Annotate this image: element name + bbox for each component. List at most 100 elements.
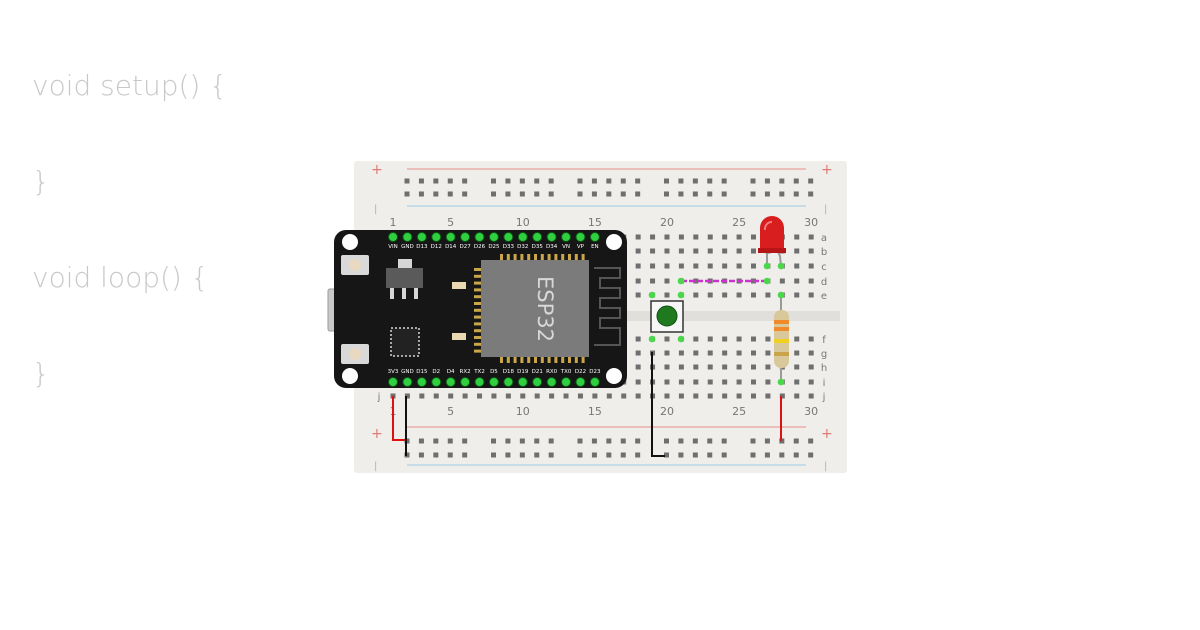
- breadboard-hole[interactable]: [707, 263, 713, 269]
- esp32-pin[interactable]: [546, 377, 557, 387]
- breadboard-hole[interactable]: [650, 234, 656, 240]
- breadboard-hole[interactable]: [592, 393, 598, 399]
- rail-hole[interactable]: [808, 452, 814, 458]
- breadboard-hole[interactable]: [765, 336, 771, 342]
- breadboard-hole[interactable]: [751, 393, 756, 399]
- rail-hole[interactable]: [505, 438, 511, 444]
- rail-hole[interactable]: [548, 178, 554, 184]
- rail-hole[interactable]: [692, 178, 698, 184]
- breadboard-hole[interactable]: [534, 393, 540, 399]
- rail-hole[interactable]: [462, 452, 468, 458]
- breadboard-hole[interactable]: [678, 350, 684, 356]
- breadboard-hole[interactable]: [520, 393, 526, 399]
- rail-hole[interactable]: [793, 191, 799, 197]
- rail-hole[interactable]: [606, 178, 612, 184]
- rail-hole[interactable]: [678, 452, 684, 458]
- breadboard-hole[interactable]: [678, 248, 684, 254]
- esp32-pin[interactable]: [402, 232, 413, 242]
- breadboard-hole[interactable]: [650, 263, 656, 269]
- rail-hole[interactable]: [404, 178, 410, 184]
- esp32-pin[interactable]: [460, 232, 471, 242]
- led-red[interactable]: [758, 216, 786, 267]
- breadboard-hole[interactable]: [707, 234, 713, 240]
- rail-hole[interactable]: [764, 438, 770, 444]
- esp32-pin[interactable]: [402, 377, 413, 387]
- rail-hole[interactable]: [433, 178, 439, 184]
- breadboard-hole[interactable]: [693, 350, 699, 356]
- esp32-pin[interactable]: [561, 377, 572, 387]
- breadboard-hole[interactable]: [736, 393, 742, 399]
- rail-hole[interactable]: [519, 191, 525, 197]
- esp32-pin[interactable]: [445, 377, 456, 387]
- breadboard-hole[interactable]: [808, 336, 814, 342]
- rail-hole[interactable]: [591, 178, 597, 184]
- breadboard-hole[interactable]: [765, 364, 771, 370]
- breadboard-hole[interactable]: [678, 263, 684, 269]
- breadboard-hole[interactable]: [491, 393, 497, 399]
- rail-hole[interactable]: [491, 178, 496, 184]
- rail-hole[interactable]: [462, 438, 468, 444]
- resistor[interactable]: [774, 296, 789, 382]
- rail-hole[interactable]: [620, 191, 626, 197]
- rail-hole[interactable]: [591, 452, 597, 458]
- breadboard-hole[interactable]: [693, 393, 699, 399]
- rail-hole[interactable]: [534, 178, 540, 184]
- rail-hole[interactable]: [447, 191, 453, 197]
- breadboard-hole[interactable]: [751, 292, 756, 298]
- breadboard-hole[interactable]: [664, 263, 670, 269]
- breadboard-hole[interactable]: [606, 393, 612, 399]
- breadboard-hole[interactable]: [678, 393, 684, 399]
- breadboard-hole[interactable]: [722, 364, 728, 370]
- esp32-pin[interactable]: [388, 232, 398, 242]
- rail-hole[interactable]: [462, 178, 468, 184]
- rail-hole[interactable]: [707, 438, 713, 444]
- esp32-pin[interactable]: [532, 232, 543, 242]
- breadboard-hole[interactable]: [664, 350, 670, 356]
- esp32-pin[interactable]: [546, 232, 557, 242]
- breadboard-hole[interactable]: [664, 393, 670, 399]
- rail-hole[interactable]: [577, 438, 583, 444]
- esp32-pin[interactable]: [589, 377, 600, 387]
- rail-hole[interactable]: [577, 191, 583, 197]
- rail-hole[interactable]: [591, 438, 597, 444]
- rail-hole[interactable]: [721, 178, 727, 184]
- rail-hole[interactable]: [519, 452, 525, 458]
- breadboard-hole[interactable]: [794, 379, 800, 385]
- breadboard-hole[interactable]: [577, 393, 583, 399]
- breadboard-hole[interactable]: [794, 336, 800, 342]
- rail-hole[interactable]: [620, 452, 626, 458]
- rail-hole[interactable]: [491, 191, 496, 197]
- breadboard-hole[interactable]: [635, 379, 641, 385]
- esp32-pin[interactable]: [575, 232, 586, 242]
- esp32-pin[interactable]: [488, 232, 499, 242]
- breadboard-hole[interactable]: [693, 379, 699, 385]
- rail-hole[interactable]: [505, 178, 511, 184]
- rail-hole[interactable]: [808, 438, 814, 444]
- breadboard-hole[interactable]: [736, 263, 742, 269]
- breadboard-hole[interactable]: [635, 336, 641, 342]
- breadboard-hole[interactable]: [693, 278, 699, 284]
- breadboard-hole[interactable]: [722, 234, 728, 240]
- code-line-setup-close[interactable]: }: [32, 165, 50, 198]
- rail-hole[interactable]: [418, 452, 424, 458]
- breadboard-hole[interactable]: [693, 292, 699, 298]
- breadboard-hole[interactable]: [751, 248, 756, 254]
- breadboard-hole[interactable]: [505, 393, 511, 399]
- breadboard-hole[interactable]: [664, 248, 670, 254]
- rail-hole[interactable]: [779, 178, 785, 184]
- breadboard-hole[interactable]: [794, 292, 800, 298]
- breadboard-hole[interactable]: [635, 292, 641, 298]
- code-line-loop[interactable]: void loop() {: [32, 261, 209, 294]
- breadboard-hole[interactable]: [650, 248, 656, 254]
- breadboard-hole[interactable]: [808, 278, 814, 284]
- esp32-pin[interactable]: [474, 377, 485, 387]
- rail-hole[interactable]: [664, 438, 669, 444]
- breadboard-hole[interactable]: [707, 292, 713, 298]
- rail-hole[interactable]: [548, 191, 554, 197]
- rail-hole[interactable]: [418, 191, 424, 197]
- breadboard-hole[interactable]: [477, 393, 483, 399]
- esp32-pin[interactable]: [488, 377, 499, 387]
- breadboard-hole[interactable]: [722, 336, 728, 342]
- breadboard-hole[interactable]: [664, 278, 670, 284]
